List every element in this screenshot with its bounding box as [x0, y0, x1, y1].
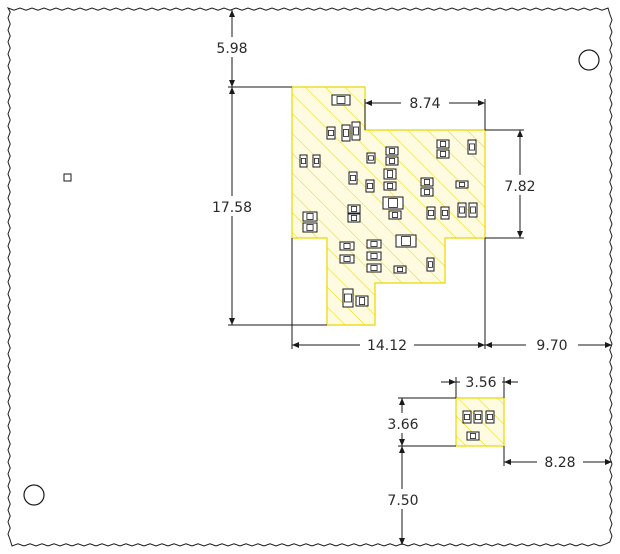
- smd-component-upper-22: [347, 204, 361, 214]
- arrowhead-19: [399, 446, 405, 453]
- smd-component-upper-34: [366, 251, 382, 261]
- dim-small-right-gap: 8.28: [544, 455, 575, 471]
- smd-component-upper-38: [342, 288, 354, 308]
- board-outline: [6, 7, 613, 547]
- smd-component-lower-3: [485, 410, 495, 424]
- arrowhead-14: [504, 379, 511, 385]
- arrowhead-16: [399, 439, 405, 446]
- smd-component-upper-33: [366, 239, 382, 249]
- smd-component-upper-11: [436, 149, 450, 159]
- dim-top-gap: 5.98: [216, 41, 247, 57]
- smd-component-lower-1: [462, 410, 472, 424]
- arrowhead-8: [517, 231, 523, 238]
- arrowhead-9: [292, 342, 299, 348]
- smd-component-upper-7: [366, 152, 376, 164]
- smd-component-upper-30: [395, 234, 417, 248]
- smd-component-upper-37: [426, 257, 435, 272]
- smd-component-upper-16: [383, 181, 397, 191]
- arrowhead-13: [449, 379, 456, 385]
- arrowhead-3: [229, 87, 235, 94]
- smd-component-upper-13: [348, 171, 358, 185]
- smd-component-upper-27: [468, 202, 478, 218]
- arrowhead-1: [229, 10, 235, 17]
- smd-component-lower-2: [473, 410, 483, 424]
- lower-components: [462, 410, 495, 441]
- smd-component-upper-12: [467, 139, 477, 155]
- arrowhead-20: [399, 538, 405, 545]
- arrowhead-17: [504, 459, 511, 465]
- smd-component-upper-19: [455, 180, 469, 189]
- arrowhead-7: [517, 130, 523, 137]
- smd-component-upper-9: [385, 156, 399, 166]
- arrowhead-10: [478, 342, 485, 348]
- upper-component-area: [291, 86, 486, 326]
- dim-small-height: 3.66: [387, 417, 418, 433]
- dimension-arrows: [229, 10, 612, 545]
- dim-upper-right-height: 7.82: [504, 179, 535, 195]
- smd-component-upper-25: [440, 206, 450, 220]
- arrowhead-12: [605, 342, 612, 348]
- smd-component-upper-1: [331, 94, 351, 106]
- smd-component-upper-10: [436, 139, 450, 149]
- smd-component-upper-35: [366, 263, 382, 273]
- arrowhead-11: [485, 342, 492, 348]
- smd-component-upper-23: [347, 213, 361, 223]
- upper-components: [299, 94, 478, 308]
- smd-component-upper-2: [326, 126, 336, 140]
- dim-right-gap: 9.70: [536, 338, 567, 354]
- smd-component-upper-18: [420, 187, 434, 197]
- smd-component-upper-15: [365, 179, 375, 193]
- arrowhead-18: [605, 459, 612, 465]
- dim-upper-top-width: 8.74: [409, 96, 440, 112]
- dim-upper-height: 17.58: [212, 200, 252, 216]
- smd-component-upper-39: [355, 295, 369, 307]
- smd-component-upper-29: [302, 222, 318, 233]
- arrowhead-15: [399, 398, 405, 405]
- mounting-hole-top-right: [578, 49, 600, 71]
- lower-component-area: [455, 397, 505, 447]
- smd-component-upper-3: [341, 124, 351, 142]
- smd-component-lower-4: [466, 431, 480, 441]
- arrowhead-5: [365, 100, 372, 106]
- fiducial-marker: [63, 173, 72, 182]
- smd-component-upper-21: [388, 210, 402, 220]
- smd-component-upper-31: [339, 241, 355, 251]
- dim-small-width: 3.56: [465, 375, 496, 391]
- smd-component-upper-5: [299, 154, 308, 168]
- smd-component-upper-28: [302, 211, 318, 222]
- dim-upper-width: 14.12: [367, 338, 407, 354]
- smd-component-upper-24: [426, 206, 436, 220]
- dim-bottom-gap: 7.50: [387, 493, 418, 509]
- smd-component-upper-20: [382, 196, 404, 210]
- smd-component-upper-36: [393, 265, 407, 274]
- smd-component-upper-6: [312, 154, 321, 168]
- dimension-labels: 5.98 17.58 8.74 7.82 14.12 9.70 3.56 3.6…: [206, 37, 583, 509]
- arrowhead-2: [229, 80, 235, 87]
- smd-component-upper-17: [420, 177, 434, 187]
- arrowhead-4: [229, 318, 235, 325]
- arrowhead-6: [478, 100, 485, 106]
- smd-component-upper-26: [457, 202, 467, 218]
- mounting-hole-bottom-left: [23, 484, 45, 506]
- smd-component-upper-4: [351, 121, 361, 141]
- smd-component-upper-8: [385, 146, 399, 156]
- smd-component-upper-32: [339, 254, 355, 264]
- smd-component-upper-14: [383, 168, 397, 180]
